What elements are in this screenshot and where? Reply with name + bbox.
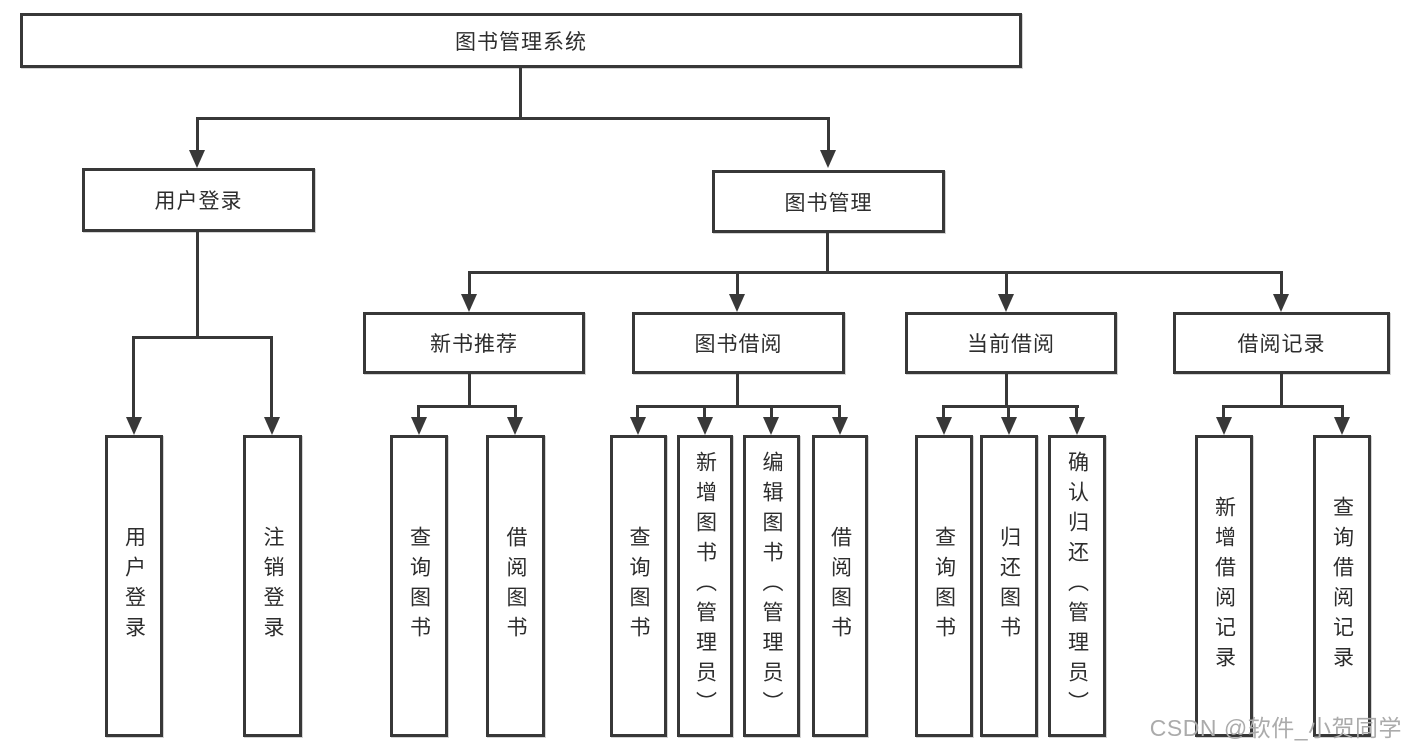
leaf-edit-books-admin: 编辑图书（管理员） <box>743 435 800 737</box>
node-label: 图书管理 <box>784 191 873 215</box>
arrow-down-icon <box>763 417 779 435</box>
connector-line <box>132 337 135 417</box>
node-user-login: 用户登录 <box>82 168 315 232</box>
leaf-query-books-borrow: 查询图书 <box>610 435 667 737</box>
node-label: 图书管理系统 <box>455 30 587 54</box>
connector-line <box>514 406 517 417</box>
leaf-logout: 注销登录 <box>243 435 302 737</box>
connector-line <box>636 405 841 408</box>
connector-line <box>468 272 471 294</box>
connector-line <box>703 406 706 417</box>
node-label: 注销登录 <box>261 526 284 646</box>
node-label: 查询图书 <box>407 526 431 646</box>
arrow-down-icon <box>936 417 952 435</box>
arrow-down-icon <box>832 417 848 435</box>
connector-line <box>827 118 830 150</box>
leaf-query-borrow-record: 查询借阅记录 <box>1313 435 1371 737</box>
connector-line <box>132 336 273 339</box>
connector-line <box>736 272 739 294</box>
connector-line <box>468 374 471 406</box>
leaf-borrow-books: 借阅图书 <box>812 435 868 737</box>
arrow-down-icon <box>461 294 477 312</box>
node-label: 图书借阅 <box>694 333 783 356</box>
connector-line <box>636 406 639 417</box>
arrow-down-icon <box>507 417 523 435</box>
leaf-query-books-recommend: 查询图书 <box>390 435 448 737</box>
leaf-user-login: 用户登录 <box>105 435 163 737</box>
arrow-down-icon <box>1273 294 1289 312</box>
node-label: 查询借阅记录 <box>1330 496 1354 676</box>
node-label: 新增借阅记录 <box>1212 496 1236 676</box>
connector-line <box>1280 272 1283 294</box>
connector-line <box>468 271 1283 274</box>
node-label: 用户登录 <box>154 190 243 213</box>
arrow-down-icon <box>1216 417 1232 435</box>
connector-line <box>1005 272 1008 294</box>
node-book-borrowing: 图书借阅 <box>632 312 845 374</box>
arrow-down-icon <box>189 150 205 168</box>
node-book-management: 图书管理 <box>712 170 945 233</box>
leaf-add-borrow-record: 新增借阅记录 <box>1195 435 1253 737</box>
node-borrowing-records: 借阅记录 <box>1173 312 1390 374</box>
node-label: 归还图书 <box>997 526 1021 646</box>
node-label: 当前借阅 <box>967 333 1055 356</box>
node-new-book-recommendation: 新书推荐 <box>363 312 585 374</box>
arrow-down-icon <box>126 417 142 435</box>
connector-line <box>1075 406 1078 417</box>
connector-line <box>519 68 522 118</box>
leaf-return-books: 归还图书 <box>980 435 1038 737</box>
connector-line <box>942 406 945 417</box>
arrow-down-icon <box>630 417 646 435</box>
connector-line <box>1280 374 1283 406</box>
leaf-borrow-books-recommend: 借阅图书 <box>486 435 545 737</box>
leaf-confirm-return-admin: 确认归还（管理员） <box>1048 435 1106 737</box>
node-label: 编辑图书（管理员） <box>760 451 783 721</box>
arrow-down-icon <box>1001 417 1017 435</box>
node-library-management-system: 图书管理系统 <box>20 13 1022 68</box>
arrow-down-icon <box>1069 417 1085 435</box>
node-label: 查询图书 <box>627 526 650 646</box>
connector-line <box>1341 406 1344 417</box>
arrow-down-icon <box>411 417 427 435</box>
connector-line <box>770 406 773 417</box>
node-label: 借阅图书 <box>504 526 527 646</box>
node-label: 新书推荐 <box>430 333 518 356</box>
connector-line <box>1007 406 1010 417</box>
csdn-watermark: CSDN @软件_小贺同学 <box>1149 715 1402 741</box>
arrow-down-icon <box>998 294 1014 312</box>
connector-line <box>1222 406 1225 417</box>
connector-line <box>196 232 199 337</box>
arrow-down-icon <box>264 417 280 435</box>
connector-line <box>196 117 830 120</box>
connector-line <box>736 374 739 406</box>
node-label: 查询图书 <box>932 526 956 646</box>
connector-line <box>838 406 841 417</box>
connector-line <box>826 233 829 272</box>
arrow-down-icon <box>729 294 745 312</box>
connector-line <box>1005 374 1008 406</box>
connector-line <box>1222 405 1344 408</box>
arrow-down-icon <box>697 417 713 435</box>
connector-line <box>270 337 273 417</box>
connector-line <box>942 405 1079 408</box>
arrow-down-icon <box>1334 417 1350 435</box>
node-label: 借阅图书 <box>828 526 852 646</box>
node-label: 确认归还（管理员） <box>1065 451 1089 721</box>
leaf-add-books-admin: 新增图书（管理员） <box>677 435 733 737</box>
connector-line <box>196 118 199 150</box>
node-label: 新增图书（管理员） <box>693 451 717 721</box>
node-label: 用户登录 <box>122 526 146 646</box>
node-label: 借阅记录 <box>1237 333 1326 356</box>
arrow-down-icon <box>820 150 836 168</box>
node-current-borrowing: 当前借阅 <box>905 312 1117 374</box>
leaf-query-books-current: 查询图书 <box>915 435 973 737</box>
connector-line <box>417 405 517 408</box>
connector-line <box>417 406 420 417</box>
